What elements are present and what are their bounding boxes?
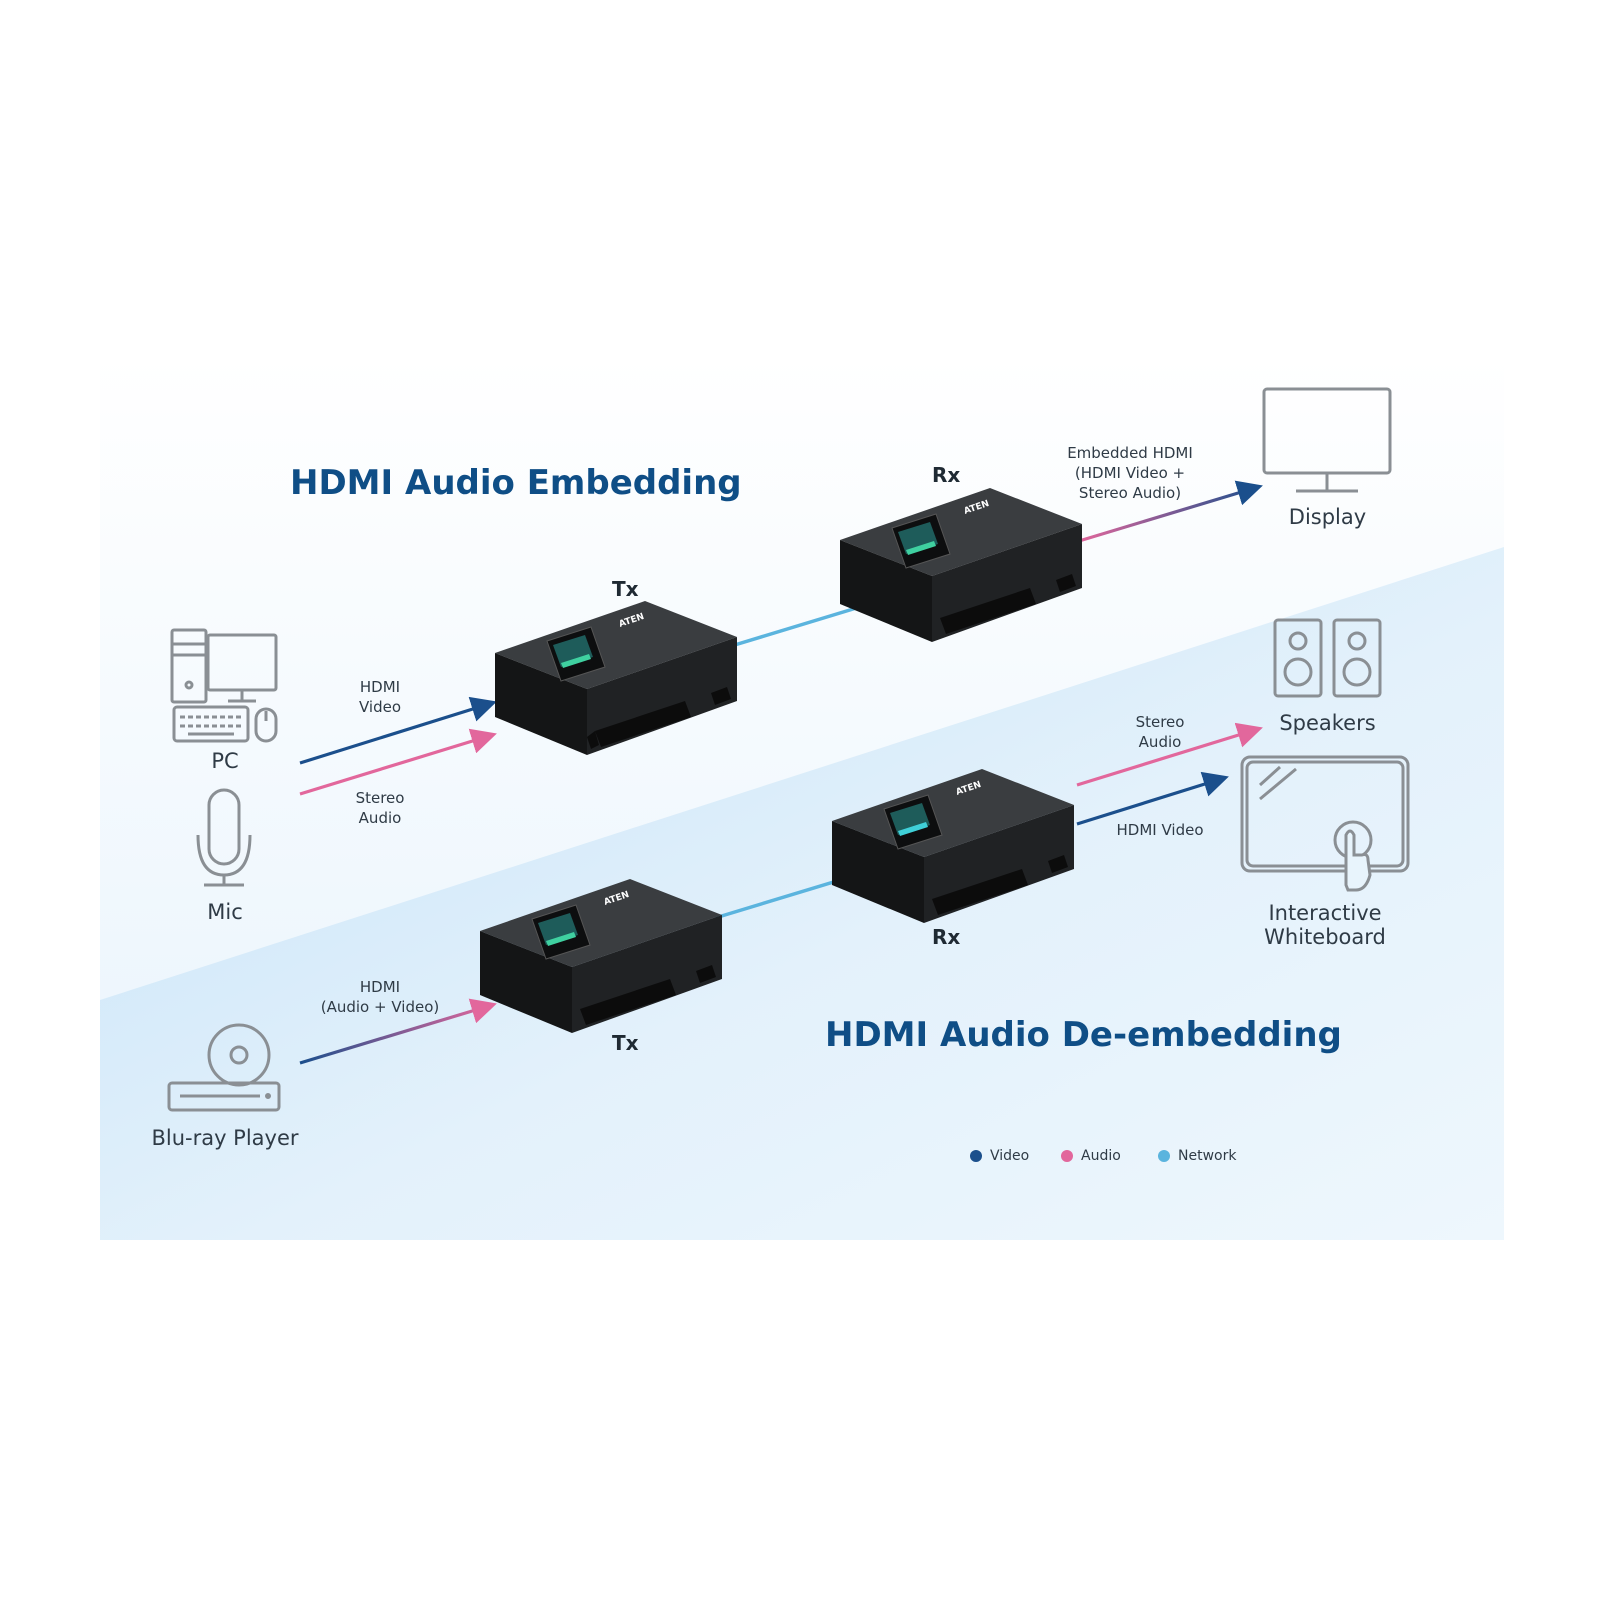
display-label: Display xyxy=(1288,505,1367,529)
stereo-audio-in-line1: Stereo xyxy=(355,789,405,807)
hdmi-av-in-label: HDMI (Audio + Video) xyxy=(310,977,450,1017)
rx-label-bottom: Rx xyxy=(932,925,961,949)
title-audio-deembedding: HDMI Audio De-embedding xyxy=(825,1015,1342,1055)
stereo-audio-out-line1: Stereo xyxy=(1135,713,1185,731)
diagram-panel: ATEN ATEN ATEN xyxy=(100,355,1504,1240)
hdmi-av-in-arrow xyxy=(299,998,497,1065)
rx-extender-bottom: ATEN xyxy=(832,769,1074,923)
legend-audio-dot xyxy=(1061,1150,1073,1162)
pc-label: PC xyxy=(211,749,239,773)
embedded-hdmi-line1: Embedded HDMI xyxy=(1067,444,1193,462)
hdmi-video-in-arrow xyxy=(299,696,497,765)
stereo-audio-out-arrow xyxy=(1076,722,1263,787)
diagram-canvas: ATEN ATEN ATEN xyxy=(100,355,1504,1240)
embedded-hdmi-label: Embedded HDMI (HDMI Video + Stereo Audio… xyxy=(1050,443,1210,503)
legend-video-label: Video xyxy=(990,1148,1030,1164)
tx-label-top: Tx xyxy=(612,577,639,601)
legend-video-dot xyxy=(970,1150,982,1162)
lower-diagonal-band xyxy=(100,547,1504,1240)
hdmi-video-in-line1: HDMI xyxy=(359,678,401,696)
stereo-audio-in-arrow xyxy=(299,728,497,796)
whiteboard-label-line1: Interactive xyxy=(1268,901,1382,925)
whiteboard-label: Interactive Whiteboard xyxy=(1240,901,1410,949)
stereo-audio-out-line2: Audio xyxy=(1138,733,1182,751)
whiteboard-label-line2: Whiteboard xyxy=(1264,925,1386,949)
hdmi-av-in-line2: (Audio + Video) xyxy=(320,998,440,1016)
display-icon xyxy=(1262,387,1392,493)
bluray-player-icon xyxy=(167,1023,281,1112)
network-link-top xyxy=(727,604,864,649)
hdmi-video-out-label: HDMI Video xyxy=(1116,821,1204,839)
title-audio-embedding: HDMI Audio Embedding xyxy=(290,463,742,503)
legend-network-label: Network xyxy=(1178,1148,1237,1164)
stereo-audio-in-line2: Audio xyxy=(358,809,402,827)
bluray-player-label: Blu-ray Player xyxy=(151,1126,299,1150)
stereo-audio-out-label: Stereo Audio xyxy=(1120,712,1200,752)
interactive-whiteboard-icon xyxy=(1240,755,1410,892)
network-link-bottom xyxy=(714,875,851,920)
hdmi-video-in-line2: Video xyxy=(358,698,402,716)
rx-extender-top: ATEN xyxy=(840,488,1082,642)
legend-network-dot xyxy=(1158,1150,1170,1162)
tx-extender-bottom: ATEN xyxy=(480,879,722,1033)
pc-icon xyxy=(170,628,278,743)
hdmi-av-in-line1: HDMI xyxy=(359,978,401,996)
stereo-audio-in-label: Stereo Audio xyxy=(340,788,420,828)
mic-label: Mic xyxy=(207,900,243,924)
hdmi-video-in-label: HDMI Video xyxy=(340,677,420,717)
legend-audio: Audio xyxy=(1061,1148,1121,1164)
tx-extender-top: ATEN xyxy=(495,601,737,755)
rx-label-top: Rx xyxy=(932,463,961,487)
legend-network: Network xyxy=(1158,1148,1236,1164)
speakers-icon xyxy=(1273,618,1382,698)
embedded-hdmi-out-arrow xyxy=(1078,480,1263,543)
tx-label-bottom: Tx xyxy=(612,1031,639,1055)
legend-video: Video xyxy=(970,1148,1029,1164)
embedded-hdmi-line2: (HDMI Video + xyxy=(1074,464,1186,482)
speakers-label: Speakers xyxy=(1279,711,1376,735)
legend-audio-label: Audio xyxy=(1081,1148,1121,1164)
hdmi-video-out-arrow xyxy=(1076,771,1229,826)
embedded-hdmi-line3: Stereo Audio) xyxy=(1078,484,1182,502)
mic-icon xyxy=(196,788,252,887)
